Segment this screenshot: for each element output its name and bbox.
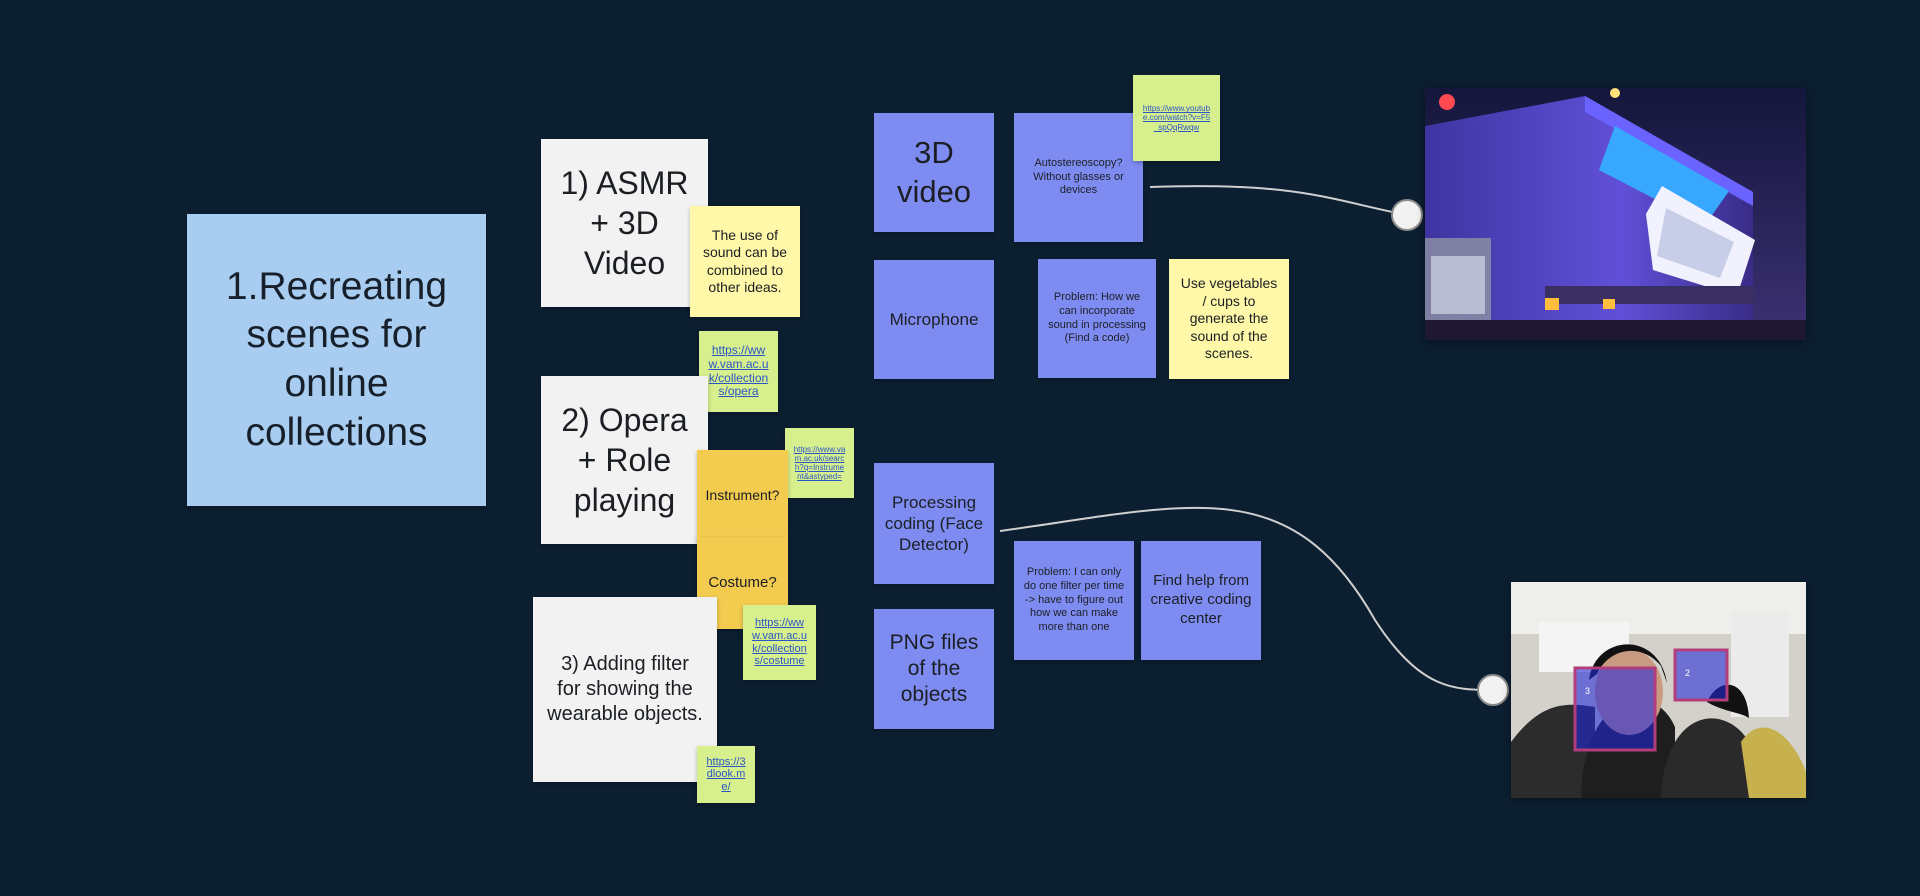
- branch-asmr-text: 1) ASMR + 3D Video: [560, 165, 689, 281]
- face-photo-image: 3 2: [1511, 582, 1806, 798]
- sound-combined-text: The use of sound can be combined to othe…: [702, 226, 788, 296]
- 3d-video-text: 3D video: [896, 134, 972, 209]
- connector-handle-top: [1391, 199, 1423, 231]
- costume-text: Costume?: [708, 573, 777, 591]
- branch-opera-text: 2) Opera + Role playing: [561, 402, 688, 518]
- find-help-note[interactable]: Find help from creative coding center: [1141, 541, 1261, 660]
- problem-sound-note[interactable]: Problem: How we can incorporate sound in…: [1038, 259, 1156, 378]
- 3dlook-link[interactable]: https://3dlook.me/: [706, 755, 746, 793]
- microphone-text: Microphone: [889, 309, 979, 329]
- vegetables-note[interactable]: Use vegetables / cups to generate the so…: [1169, 259, 1289, 379]
- problem-sound-text: Problem: How we can incorporate sound in…: [1048, 291, 1146, 345]
- sound-combined-note[interactable]: The use of sound can be combined to othe…: [690, 206, 800, 317]
- 3d-video-note[interactable]: 3D video: [874, 113, 994, 232]
- png-files-text: PNG files of the objects: [889, 630, 979, 707]
- problem-filter-note[interactable]: Problem: I can only do one filter per ti…: [1014, 541, 1134, 660]
- costume-link-note[interactable]: https://www.vam.ac.uk/collections/costum…: [743, 605, 816, 680]
- main-topic-note[interactable]: 1.Recreating scenes for online collectio…: [187, 214, 486, 506]
- branch-opera-note[interactable]: 2) Opera + Role playing: [541, 376, 708, 544]
- building-photo-image: [1425, 88, 1806, 340]
- youtube-link[interactable]: https://www.youtube.com/watch?v=F5_spQqR…: [1142, 104, 1211, 132]
- costume-link[interactable]: https://www.vam.ac.uk/collections/costum…: [751, 617, 808, 668]
- branch-filter-note[interactable]: 3) Adding filter for showing the wearabl…: [533, 597, 717, 782]
- main-topic-text: 1.Recreating scenes for online collectio…: [225, 264, 448, 454]
- 3dlook-link-note[interactable]: https://3dlook.me/: [697, 746, 755, 803]
- opera-link[interactable]: https://www.vam.ac.uk/collections/opera: [708, 342, 769, 399]
- building-3d-video-photo[interactable]: [1425, 88, 1806, 340]
- find-help-text: Find help from creative coding center: [1150, 572, 1252, 627]
- face-label-2: 2: [1685, 668, 1690, 678]
- processing-coding-text: Processing coding (Face Detector): [884, 492, 984, 555]
- autostereoscopy-note[interactable]: Autostereoscopy? Without glasses or devi…: [1014, 113, 1143, 242]
- instrument-note[interactable]: Instrument?: [697, 450, 788, 541]
- instrument-link-note[interactable]: https://www.vam.ac.uk/search?q=Instrumen…: [785, 428, 854, 498]
- autostereoscopy-text: Autostereoscopy? Without glasses or devi…: [1033, 156, 1124, 197]
- png-files-note[interactable]: PNG files of the objects: [874, 609, 994, 729]
- face-detector-photo[interactable]: 3 2: [1511, 582, 1806, 798]
- connector-3d-video-to-photo: [1149, 185, 1408, 216]
- vegetables-text: Use vegetables / cups to generate the so…: [1180, 275, 1278, 362]
- processing-coding-note[interactable]: Processing coding (Face Detector): [874, 463, 994, 584]
- instrument-text: Instrument?: [705, 486, 780, 503]
- microphone-note[interactable]: Microphone: [874, 260, 994, 379]
- youtube-link-note[interactable]: https://www.youtube.com/watch?v=F5_spQqR…: [1133, 75, 1220, 161]
- top-canvas-band: [0, 0, 1920, 62]
- instrument-link[interactable]: https://www.vam.ac.uk/search?q=Instrumen…: [793, 444, 846, 482]
- face-label-3: 3: [1585, 686, 1590, 696]
- branch-filter-text: 3) Adding filter for showing the wearabl…: [547, 653, 703, 725]
- problem-filter-text: Problem: I can only do one filter per ti…: [1023, 566, 1125, 634]
- opera-link-note[interactable]: https://www.vam.ac.uk/collections/opera: [699, 331, 778, 412]
- connector-handle-bottom: [1477, 674, 1509, 706]
- branch-asmr-note[interactable]: 1) ASMR + 3D Video: [541, 139, 708, 307]
